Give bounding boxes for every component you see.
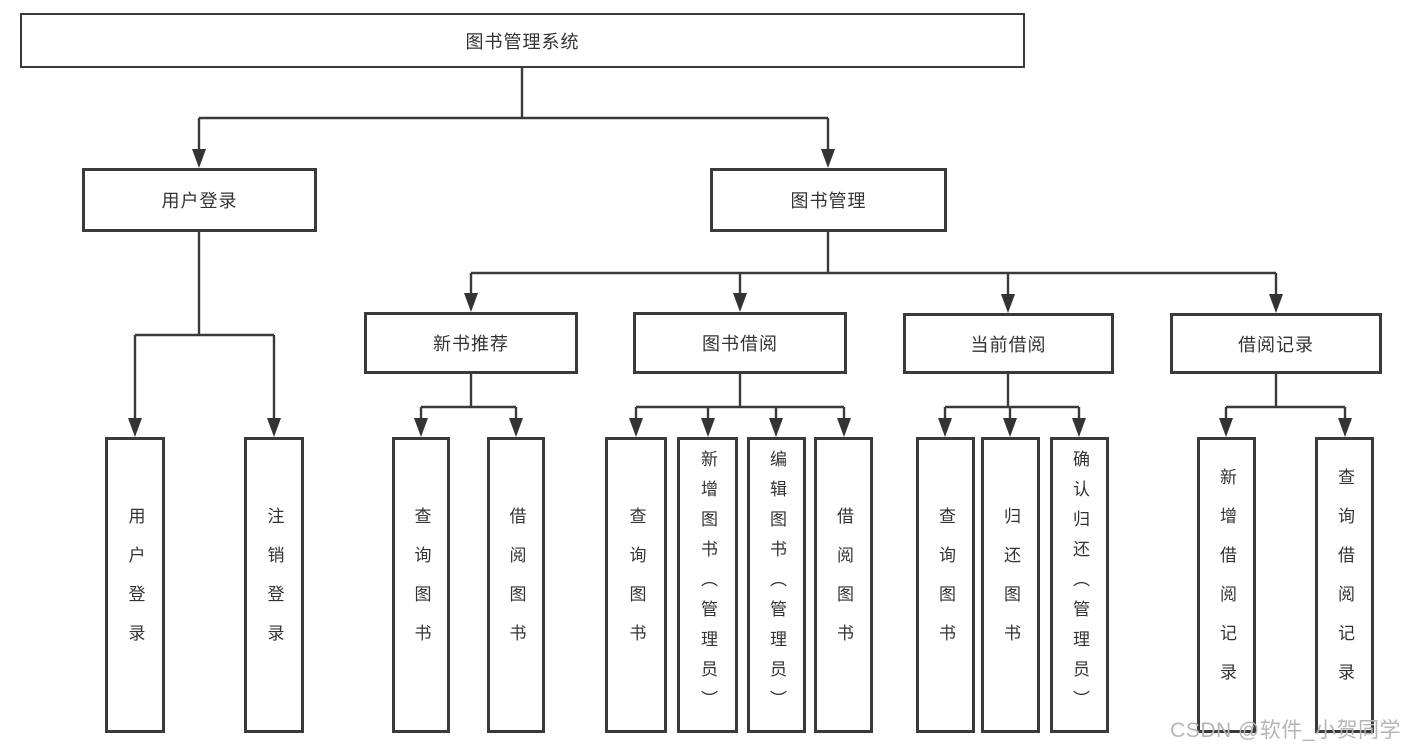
node-label: 确认归还（管理员）	[1070, 450, 1089, 720]
node-book-management: 图书管理	[710, 168, 947, 232]
node-label: 新书推荐	[433, 334, 509, 354]
leaf-add-book-admin: 新增图书（管理员）	[677, 437, 738, 733]
node-label: 注销登录	[264, 507, 284, 663]
connector-current-borrow-fan	[945, 374, 1079, 409]
node-label: 借阅图书	[834, 507, 853, 663]
connector-borrow-record-fan	[1226, 374, 1345, 409]
node-label: 查询图书	[626, 507, 646, 663]
node-current-borrowing: 当前借阅	[903, 313, 1114, 374]
node-user-login: 用户登录	[82, 168, 317, 232]
node-label: 归还图书	[1001, 507, 1020, 663]
node-new-book-recommend: 新书推荐	[364, 312, 578, 374]
leaf-add-borrow-record: 新增借阅记录	[1197, 437, 1256, 733]
node-label: 当前借阅	[970, 334, 1047, 355]
node-label: 新增图书（管理员）	[698, 450, 717, 720]
node-label: 编辑图书（管理员）	[767, 450, 786, 720]
connector-user-login-fan	[135, 232, 274, 337]
node-root-system: 图书管理系统	[20, 13, 1025, 68]
node-label: 查询图书	[936, 507, 955, 663]
node-label: 查询借阅记录	[1335, 468, 1354, 702]
node-label: 借阅图书	[506, 507, 526, 663]
leaf-query-books-borrowing: 查询图书	[605, 437, 667, 733]
node-label: 查询图书	[411, 507, 431, 663]
node-label: 借阅记录	[1238, 334, 1314, 355]
leaf-confirm-return-admin: 确认归还（管理员）	[1050, 437, 1109, 733]
connector-book-mgmt-fan	[471, 232, 1276, 275]
connector-new-book-fan	[421, 374, 516, 409]
leaf-logout: 注销登录	[244, 437, 304, 733]
connector-root-fan	[199, 68, 828, 120]
leaf-query-books-current: 查询图书	[916, 437, 975, 733]
node-borrowing-records: 借阅记录	[1170, 313, 1382, 374]
leaf-query-books-recommend: 查询图书	[392, 437, 450, 733]
node-label: 用户登录	[161, 191, 238, 211]
leaf-borrow-books: 借阅图书	[814, 437, 873, 733]
leaf-query-borrow-record: 查询借阅记录	[1315, 437, 1374, 733]
node-label: 新增借阅记录	[1217, 468, 1236, 702]
node-book-borrowing: 图书借阅	[633, 312, 847, 374]
connector-book-borrow-fan	[636, 374, 844, 409]
node-label: 用户登录	[125, 507, 145, 663]
leaf-user-login: 用户登录	[105, 437, 165, 733]
leaf-return-book: 归还图书	[981, 437, 1040, 733]
leaf-borrow-books-recommend: 借阅图书	[487, 437, 545, 733]
node-label: 图书管理系统	[465, 31, 580, 52]
csdn-watermark: CSDN @软件_小贺同学	[1170, 719, 1401, 742]
node-label: 图书借阅	[702, 334, 778, 354]
leaf-edit-book-admin: 编辑图书（管理员）	[747, 437, 806, 733]
node-label: 图书管理	[790, 191, 867, 211]
